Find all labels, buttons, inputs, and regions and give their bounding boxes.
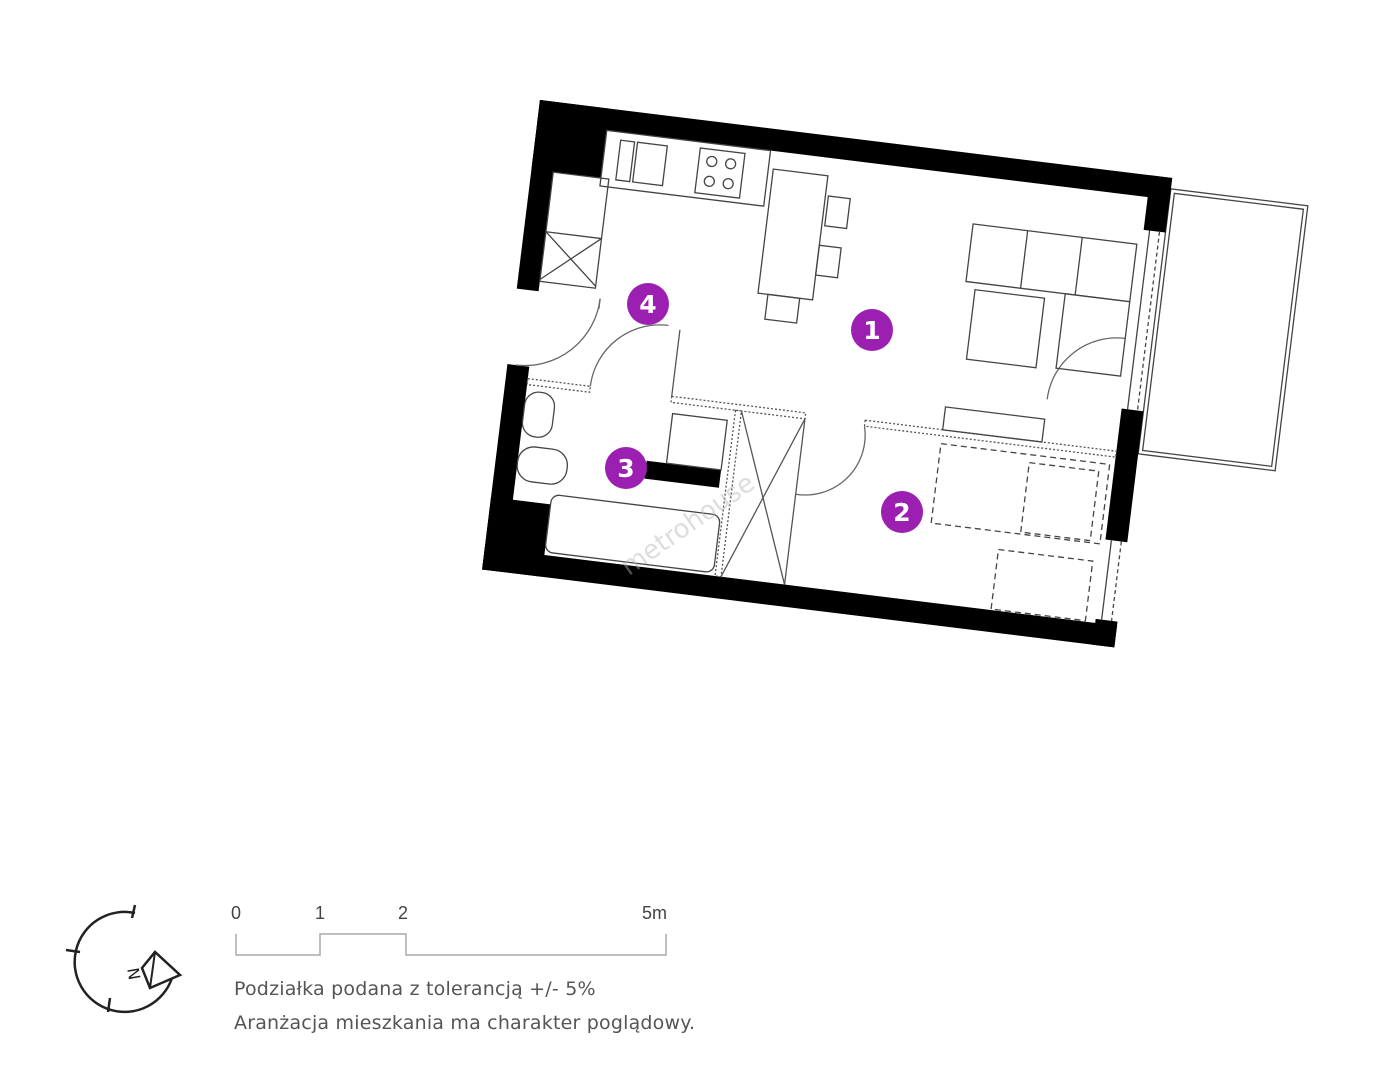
- balcony-door-glazing: [1126, 230, 1161, 411]
- scale-bar: [235, 933, 667, 956]
- room-badge-1: 1: [851, 309, 893, 351]
- sofa: [965, 223, 1138, 377]
- room-badge-3: 3: [605, 447, 647, 489]
- layout-disclaimer-note: Aranżacja mieszkania ma charakter pogląd…: [234, 1012, 696, 1034]
- compass-label: N: [123, 966, 144, 981]
- scale-tick-1: 1: [315, 903, 326, 923]
- balcony: [1137, 188, 1309, 472]
- interior-walls: [526, 329, 1118, 585]
- bathroom-fixtures: [516, 391, 728, 573]
- room-badge-2: 2: [881, 491, 923, 533]
- dining-table: [757, 168, 851, 324]
- window: [1100, 540, 1122, 621]
- kitchen-counter: [539, 129, 772, 289]
- exterior-walls: [482, 99, 1173, 648]
- scale-tolerance-note: Podziałka podana z tolerancją +/- 5%: [234, 978, 596, 1000]
- scale-tick-0: 0: [231, 903, 242, 923]
- compass-icon: N: [65, 904, 183, 1014]
- room-badge-4: 4: [627, 283, 669, 325]
- doors: [515, 298, 1126, 496]
- scale-tick-5m: 5m: [642, 903, 668, 923]
- scale-tick-2: 2: [398, 903, 409, 923]
- bedroom-furniture: [930, 406, 1111, 622]
